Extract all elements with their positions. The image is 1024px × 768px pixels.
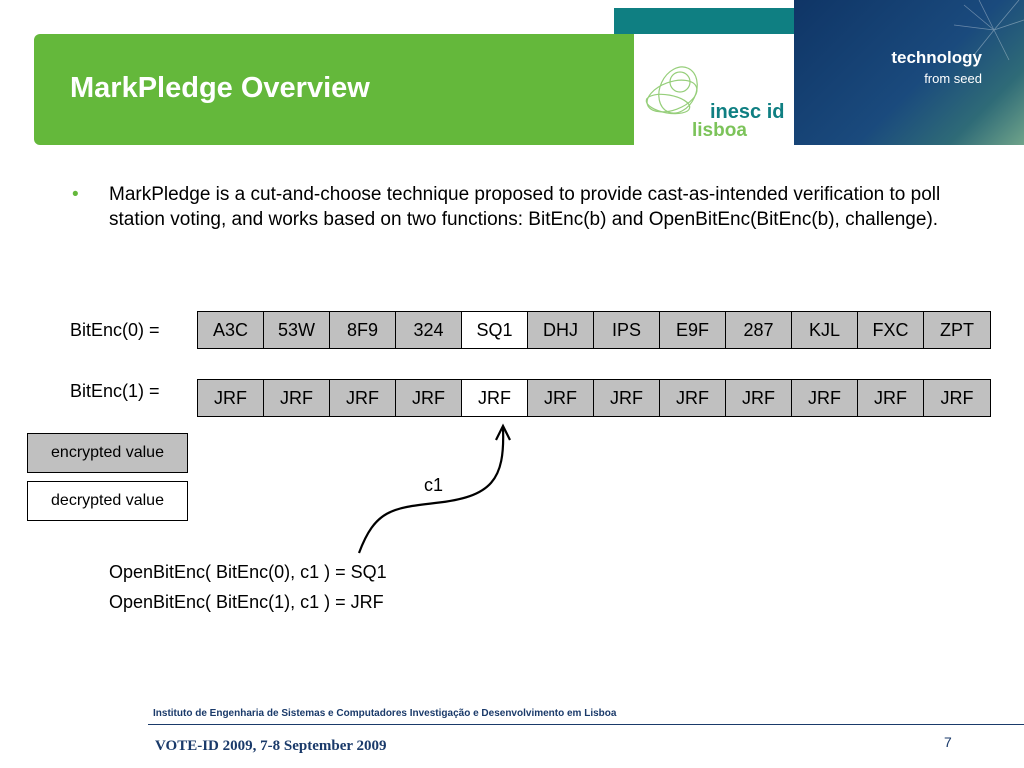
tagline-sub: from seed <box>924 71 982 86</box>
bitenc-1-cell: JRF <box>528 380 594 416</box>
page-number: 7 <box>944 734 952 750</box>
bitenc-0-cell: 8F9 <box>330 312 396 348</box>
bullet-text: MarkPledge is a cut-and-choose technique… <box>109 184 941 230</box>
challenge-arrow-head <box>495 423 511 441</box>
bitenc-0-cell: E9F <box>660 312 726 348</box>
footer-institute: Instituto de Engenharia de Sistemas e Co… <box>153 708 617 719</box>
footer-divider <box>148 724 1024 725</box>
technology-banner: technology from seed <box>794 0 1024 145</box>
bitenc-1-cell: JRF <box>264 380 330 416</box>
bitenc-0-cell: IPS <box>594 312 660 348</box>
bitenc-1-cell: JRF <box>924 380 990 416</box>
bitenc-1-cell: JRF <box>198 380 264 416</box>
formula-line: OpenBitEnc( BitEnc(0), c1 ) = SQ1 <box>109 562 387 582</box>
bitenc-0-cell-opened: SQ1 <box>462 312 528 348</box>
bitenc-0-cell: 324 <box>396 312 462 348</box>
tagline-main: technology <box>891 48 982 67</box>
slide-title: MarkPledge Overview <box>70 72 370 104</box>
bullet-marker: • <box>72 184 79 205</box>
bitenc-1-cell: JRF <box>858 380 924 416</box>
bitenc-0-cell: KJL <box>792 312 858 348</box>
bitenc-0-row: A3C 53W 8F9 324 SQ1 DHJ IPS E9F 287 KJL … <box>197 311 991 349</box>
challenge-arrow-path <box>357 427 505 554</box>
bitenc-1-cell: JRF <box>594 380 660 416</box>
bitenc-0-cell: FXC <box>858 312 924 348</box>
bitenc-0-cell: DHJ <box>528 312 594 348</box>
bitenc-1-row: JRF JRF JRF JRF JRF JRF JRF JRF JRF JRF … <box>197 379 991 417</box>
bitenc-0-label: BitEnc(0) = <box>70 320 160 340</box>
inesc-id-logo-icon: inesc id lisboa <box>645 66 784 141</box>
logo-text-top: inesc id <box>710 101 784 123</box>
footer-event: VOTE-ID 2009, 7-8 September 2009 <box>155 738 387 754</box>
inesc-id-logo: inesc id lisboa <box>634 34 794 145</box>
legend-encrypted: encrypted value <box>27 433 188 473</box>
bitenc-0-cell: 53W <box>264 312 330 348</box>
bitenc-1-cell: JRF <box>396 380 462 416</box>
bitenc-0-cell: ZPT <box>924 312 990 348</box>
bitenc-1-cell: JRF <box>792 380 858 416</box>
logo-text-bottom: lisboa <box>692 120 747 141</box>
challenge-label: c1 <box>424 475 444 495</box>
bitenc-0-cell: 287 <box>726 312 792 348</box>
bitenc-1-cell: JRF <box>330 380 396 416</box>
bitenc-1-label: BitEnc(1) = <box>70 381 160 401</box>
bitenc-1-cell: JRF <box>726 380 792 416</box>
bitenc-0-cell: A3C <box>198 312 264 348</box>
formula-line: OpenBitEnc( BitEnc(1), c1 ) = JRF <box>109 592 384 612</box>
legend-decrypted: decrypted value <box>27 481 188 521</box>
bitenc-1-cell: JRF <box>660 380 726 416</box>
bitenc-1-cell-opened: JRF <box>462 380 528 416</box>
dandelion-seed-icon <box>953 0 1024 61</box>
title-banner <box>34 34 634 145</box>
